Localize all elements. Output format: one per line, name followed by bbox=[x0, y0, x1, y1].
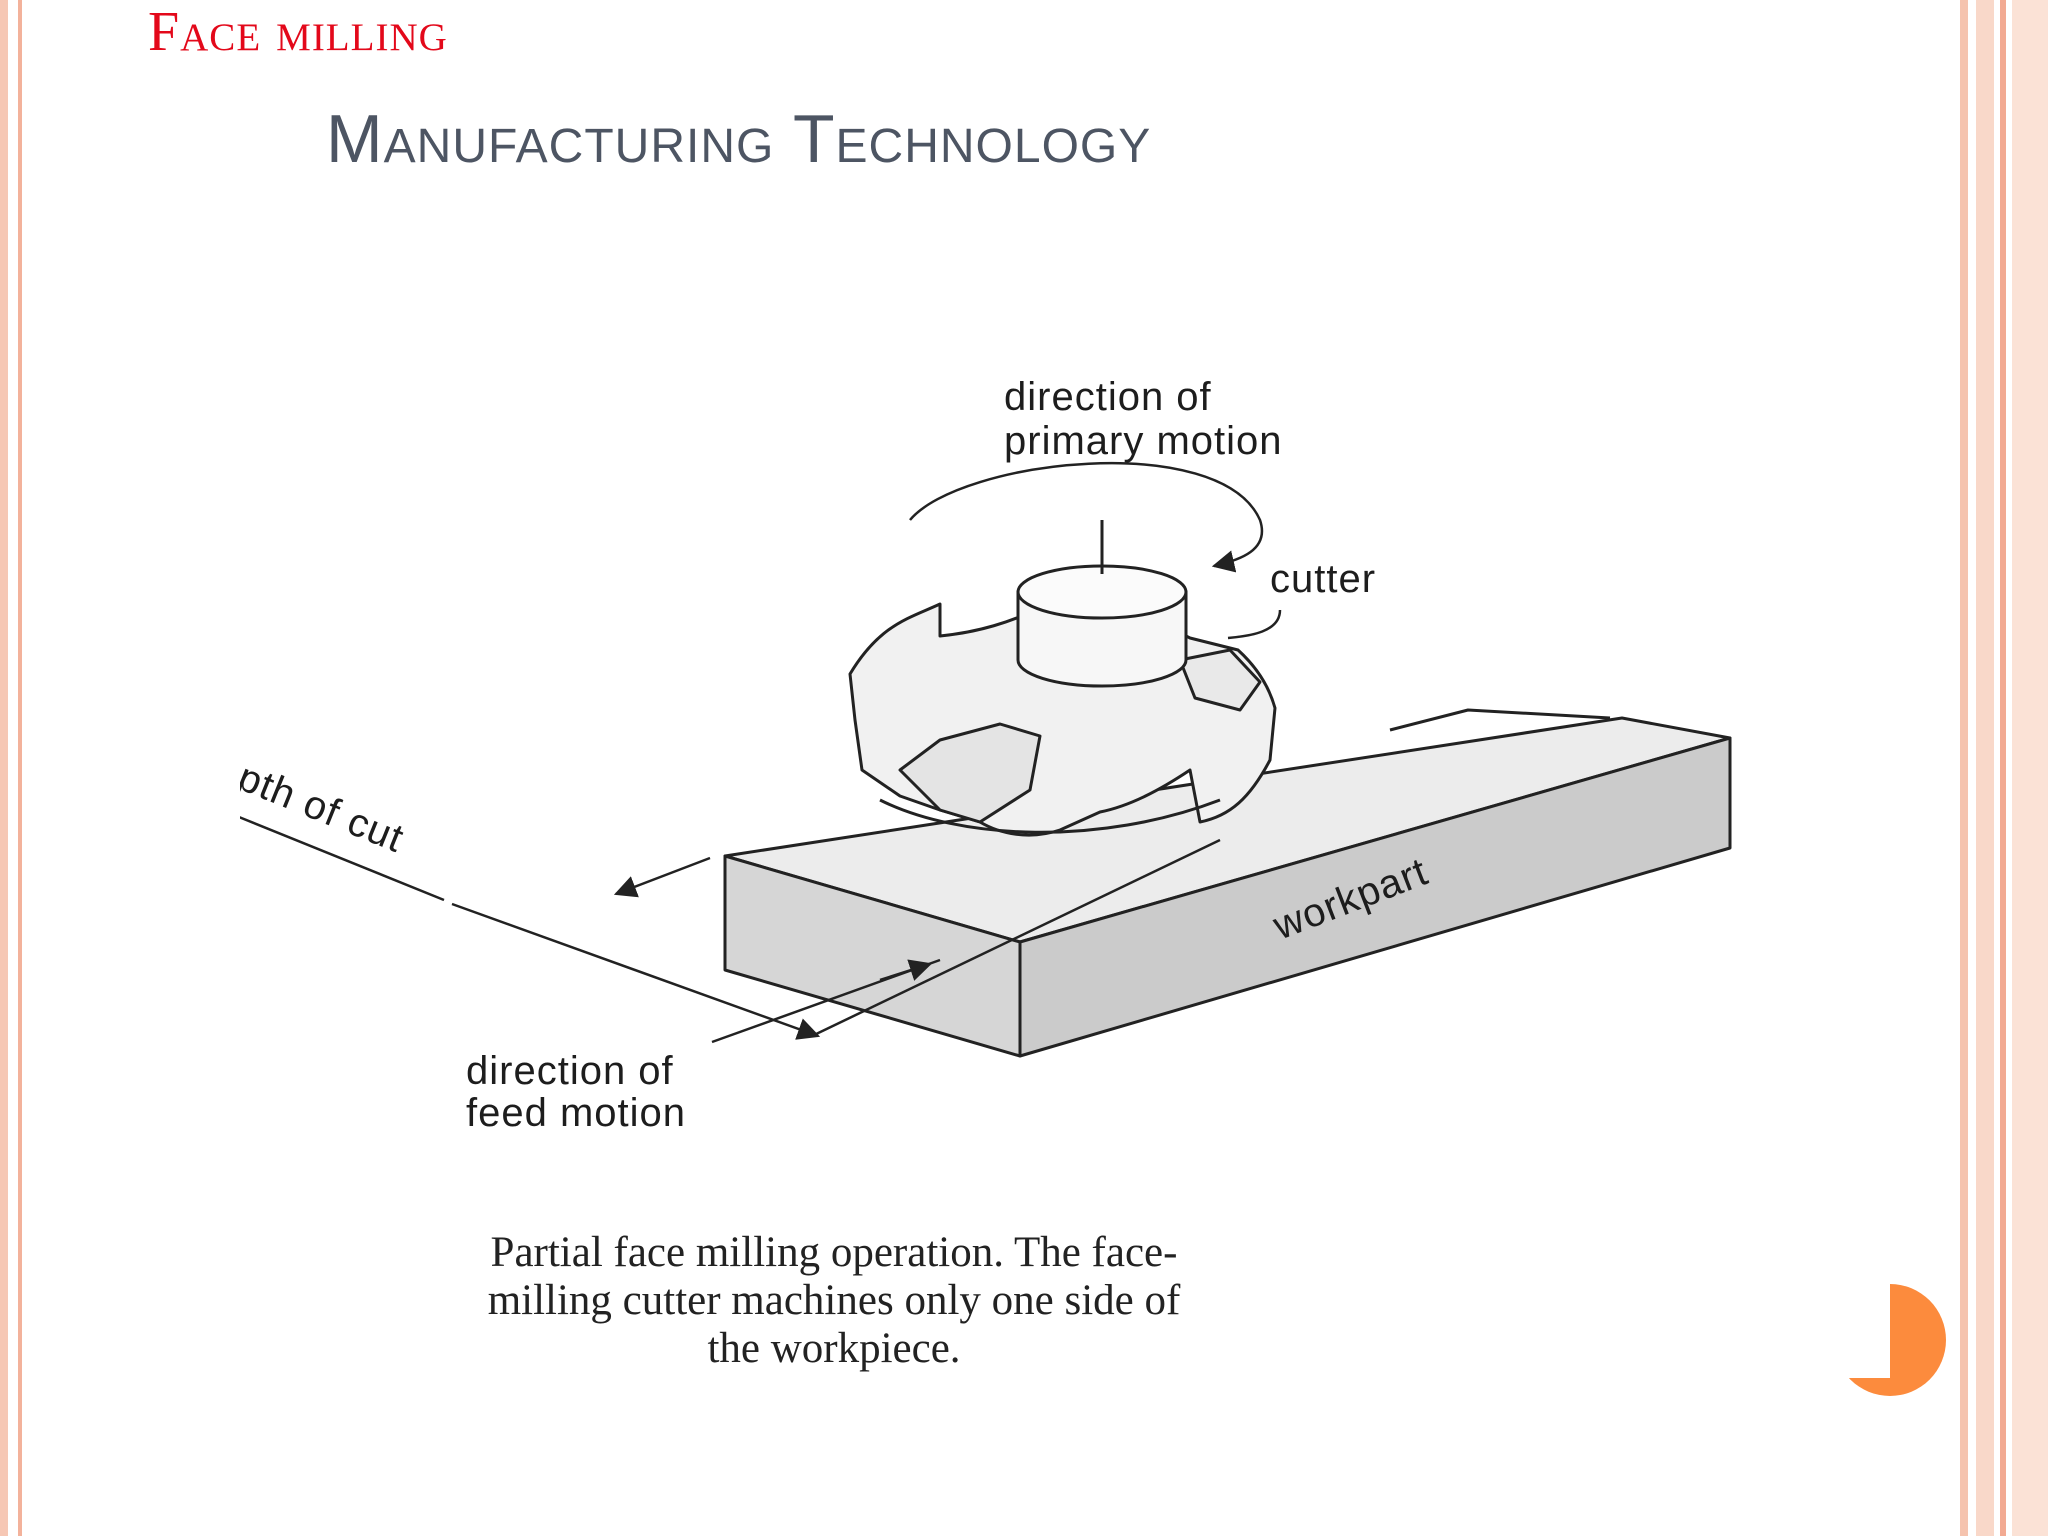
cutter-tooth-front bbox=[898, 722, 1042, 824]
feed-motion-arrow-head bbox=[879, 959, 933, 982]
frame-border-right bbox=[1960, 0, 1968, 1536]
workpart-side-face bbox=[1018, 736, 1732, 1058]
slide-subtitle: Manufacturing Technology bbox=[326, 101, 1152, 177]
frame-border-left-inner bbox=[18, 0, 22, 1536]
cutter-leader-line bbox=[1227, 609, 1282, 640]
label-primary-motion-2: primary motion bbox=[1004, 419, 1283, 463]
face-milling-diagram: direction of primary motion cutter depth… bbox=[240, 375, 1732, 1372]
workpart-back-step bbox=[1389, 708, 1611, 732]
label-feed-motion-2: feed motion bbox=[466, 1091, 686, 1135]
depth-of-cut-leader bbox=[240, 816, 445, 902]
cutter-tooth-right bbox=[1178, 648, 1262, 712]
label-feed-motion-1: direction of bbox=[466, 1049, 674, 1093]
caption-line-2: milling cutter machines only one side of bbox=[488, 1277, 1181, 1324]
cutter-spindle bbox=[1016, 520, 1188, 688]
caption-line-1: Partial face milling operation. The face… bbox=[491, 1229, 1178, 1276]
frame-border-right-line bbox=[2000, 0, 2006, 1536]
slide-title: Face milling bbox=[148, 1, 448, 63]
caption-line-3: the workpiece. bbox=[707, 1325, 960, 1372]
frame-border-right-outer bbox=[2012, 0, 2048, 1536]
label-depth-of-cut: depth of cut bbox=[240, 738, 410, 862]
workpart-block bbox=[723, 708, 1732, 1058]
accent-circle-decoration bbox=[1842, 1280, 1946, 1396]
label-cutter: cutter bbox=[1270, 557, 1376, 601]
depth-of-cut-dimension bbox=[451, 902, 821, 1040]
depth-of-cut-extension bbox=[811, 838, 1221, 1038]
frame-border-right-band bbox=[1976, 0, 1994, 1536]
primary-motion-arrow bbox=[909, 462, 1264, 573]
depth-of-cut-arrow bbox=[613, 856, 711, 898]
cutter-engagement-arc bbox=[879, 798, 1221, 834]
label-primary-motion-1: direction of bbox=[1004, 375, 1212, 419]
frame-border-left bbox=[0, 0, 8, 1536]
